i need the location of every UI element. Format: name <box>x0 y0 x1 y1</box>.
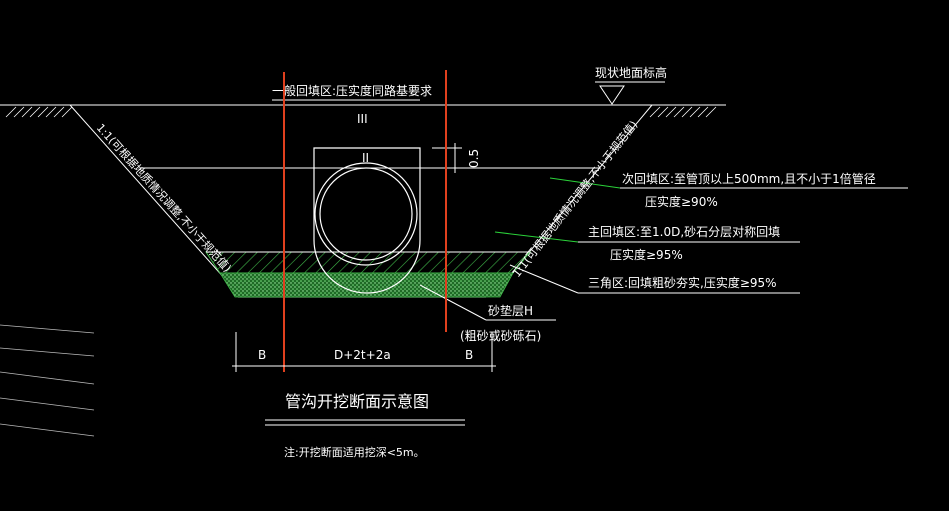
zone-ii-label: II <box>362 151 369 165</box>
existing-ground-label: 现状地面标高 <box>595 65 667 80</box>
sand-cushion-fill <box>219 272 514 298</box>
drawing-title: 管沟开挖断面示意图 <box>285 392 429 411</box>
ground-line <box>0 104 726 118</box>
dim-b-left: B <box>258 348 266 362</box>
dim-middle: D+2t+2a <box>334 348 391 362</box>
dim-05-label: 0.5 <box>467 149 481 168</box>
slope-left-label: 1:1(可根据地质情况调整,不小于规范值) <box>94 121 235 275</box>
secondary-backfill-line2: 压实度≥90% <box>645 194 718 209</box>
dim-b-right: B <box>465 348 473 362</box>
pipe <box>313 147 421 294</box>
title-underline <box>265 419 465 426</box>
left-faint-lines <box>0 324 95 437</box>
bottom-dimensions <box>232 332 496 372</box>
secondary-backfill-line1: 次回填区:至管顶以上500mm,且不小于1倍管径 <box>622 171 876 186</box>
callout-leaders <box>419 177 908 321</box>
zone-iii-label: III <box>357 112 368 126</box>
sand-cushion-note: (粗砂或砂砾石) <box>460 329 541 343</box>
drawing-note: 注:开挖断面适用挖深<5m。 <box>284 445 425 459</box>
main-backfill-line2: 压实度≥95% <box>610 247 683 262</box>
general-backfill-label: 一般回填区:压实度同路基要求 <box>272 83 432 98</box>
sand-cushion-label: 砂垫层H <box>488 303 533 318</box>
main-backfill-line1: 主回填区:至1.0D,砂石分层对称回填 <box>588 225 780 239</box>
triangle-zone-label: 三角区:回填粗砂夯实,压实度≥95% <box>588 275 777 290</box>
main-backfill-hatch <box>205 251 532 274</box>
ground-level-marker <box>595 81 665 105</box>
